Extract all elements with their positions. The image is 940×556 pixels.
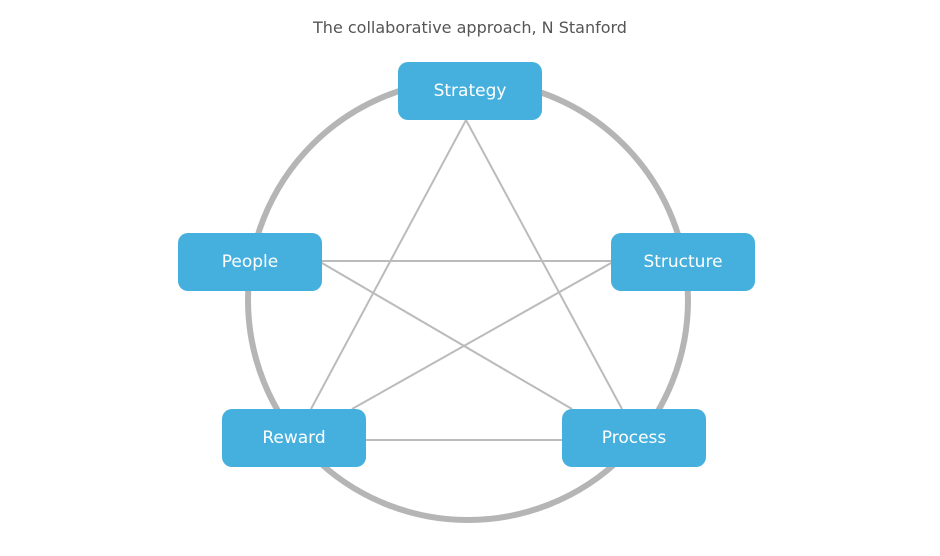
connector-lines <box>310 119 623 441</box>
diagram-title: The collaborative approach, N Stanford <box>313 18 627 37</box>
link-strategy-process <box>465 119 623 410</box>
link-strategy-reward <box>310 119 467 410</box>
node-people[interactable]: People <box>178 233 322 291</box>
node-reward[interactable]: Reward <box>222 409 366 467</box>
link-people-process <box>321 262 573 410</box>
node-structure[interactable]: Structure <box>611 233 755 291</box>
node-process[interactable]: Process <box>562 409 706 467</box>
node-strategy[interactable]: Strategy <box>398 62 542 120</box>
link-structure-reward <box>351 262 612 410</box>
